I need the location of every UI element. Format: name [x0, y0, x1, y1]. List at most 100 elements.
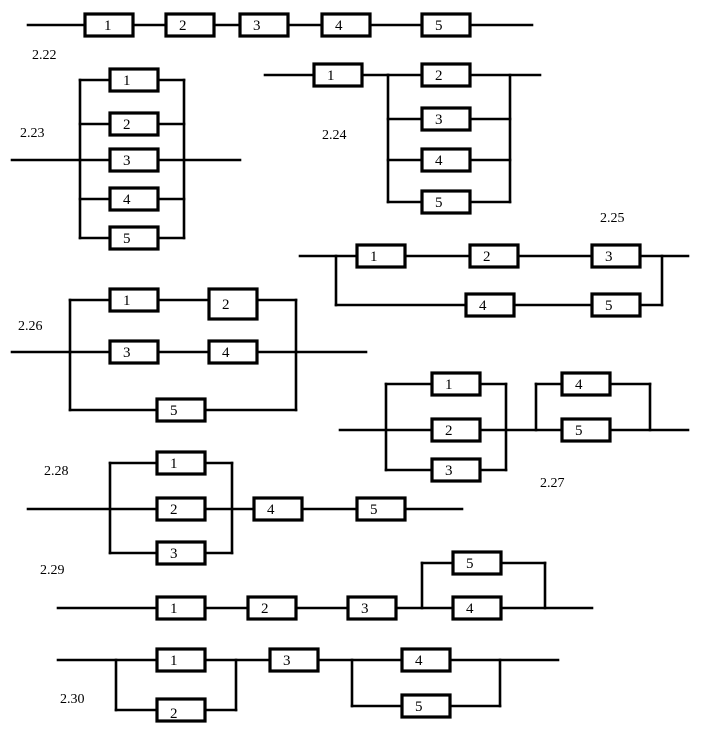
element-3: 3	[238, 12, 290, 38]
diagram-2-22: 1 2 3 4 5 2.22	[26, 12, 534, 63]
element-2: 2	[164, 12, 216, 38]
svg-text:3: 3	[253, 18, 261, 34]
svg-text:3: 3	[435, 112, 443, 128]
svg-text:1: 1	[123, 293, 131, 309]
diagram-2-28: 1 2 3 4 5 2.28	[26, 450, 464, 566]
element-3: 3	[268, 647, 320, 673]
element-3: 3	[108, 339, 160, 365]
svg-text:1: 1	[170, 653, 178, 669]
svg-text:4: 4	[415, 653, 423, 669]
svg-text:2: 2	[170, 502, 178, 518]
diagram-number: 2.26	[18, 319, 43, 334]
diagram-number: 2.27	[540, 476, 565, 491]
svg-text:5: 5	[123, 231, 131, 247]
element-2: 2	[246, 595, 298, 621]
element-5: 5	[420, 12, 472, 38]
element-4: 4	[108, 186, 160, 212]
svg-text:4: 4	[479, 298, 487, 314]
svg-text:4: 4	[335, 18, 343, 34]
element-1: 1	[312, 62, 364, 88]
element-5: 5	[420, 189, 472, 215]
element-2: 2	[155, 496, 207, 522]
svg-text:3: 3	[123, 345, 131, 361]
element-1: 1	[108, 287, 160, 313]
diagram-2-25: 1 2 3 4 5 2.25	[298, 211, 690, 318]
svg-text:4: 4	[435, 153, 443, 169]
element-4: 4	[252, 496, 304, 522]
svg-text:2: 2	[222, 297, 230, 313]
svg-text:2: 2	[123, 117, 131, 133]
svg-text:5: 5	[170, 403, 178, 419]
svg-text:5: 5	[370, 502, 378, 518]
element-3: 3	[430, 457, 482, 483]
diagram-2-24: 1 2 3 4 5 2.24	[263, 62, 542, 215]
svg-text:3: 3	[170, 546, 178, 562]
svg-text:5: 5	[575, 423, 583, 439]
element-5: 5	[560, 417, 612, 443]
element-4: 4	[451, 595, 503, 621]
svg-text:3: 3	[283, 653, 291, 669]
svg-text:1: 1	[327, 68, 335, 84]
element-3: 3	[155, 540, 207, 566]
element-2: 2	[155, 697, 207, 723]
diagram-number: 2.22	[32, 48, 57, 63]
element-4: 4	[320, 12, 372, 38]
svg-text:1: 1	[170, 601, 178, 617]
element-1: 1	[155, 595, 207, 621]
svg-text:4: 4	[575, 377, 583, 393]
diagram-2-30: 1 2 3 4 5 2.30	[56, 647, 560, 723]
element-3: 3	[420, 106, 472, 132]
svg-text:2: 2	[445, 423, 453, 439]
svg-text:1: 1	[370, 249, 378, 265]
svg-text:1: 1	[104, 18, 112, 34]
element-1: 1	[155, 450, 207, 476]
element-4: 4	[464, 292, 516, 318]
element-5: 5	[108, 225, 160, 251]
diagram-number: 2.25	[600, 211, 625, 226]
svg-text:1: 1	[170, 456, 178, 472]
element-2: 2	[468, 243, 520, 269]
element-4: 4	[420, 147, 472, 173]
element-5: 5	[590, 292, 642, 318]
element-1: 1	[83, 12, 135, 38]
diagram-2-29: 1 2 3 5 4 2.29	[40, 550, 594, 621]
diagram-number: 2.29	[40, 563, 65, 578]
svg-text:5: 5	[415, 699, 423, 715]
svg-text:5: 5	[466, 556, 474, 572]
diagram-2-27: 1 2 3 4 5 2.27	[338, 371, 690, 491]
diagram-number: 2.30	[60, 692, 85, 707]
svg-text:1: 1	[123, 73, 131, 89]
svg-text:3: 3	[445, 463, 453, 479]
svg-text:4: 4	[123, 192, 131, 208]
diagram-2-26: 1 2 3 4 5 2.26	[10, 287, 368, 423]
element-4: 4	[207, 339, 259, 365]
svg-text:4: 4	[222, 345, 230, 361]
element-5: 5	[355, 496, 407, 522]
svg-text:4: 4	[267, 502, 275, 518]
svg-text:3: 3	[123, 153, 131, 169]
svg-text:3: 3	[605, 249, 613, 265]
element-2: 2	[430, 417, 482, 443]
element-3: 3	[590, 243, 642, 269]
svg-text:2: 2	[435, 68, 443, 84]
diagram-number: 2.28	[44, 464, 69, 479]
element-1: 1	[155, 647, 207, 673]
diagram-2-23: 1 2 3 4 5 2.23	[10, 67, 242, 251]
diagram-number: 2.24	[322, 128, 347, 143]
element-3: 3	[346, 595, 398, 621]
svg-text:3: 3	[361, 601, 369, 617]
element-2: 2	[108, 111, 160, 137]
element-2: 2	[420, 62, 472, 88]
element-1: 1	[430, 371, 482, 397]
element-1: 1	[108, 67, 160, 93]
element-5: 5	[451, 550, 503, 576]
element-5: 5	[400, 693, 452, 719]
element-4: 4	[560, 371, 612, 397]
svg-text:5: 5	[605, 298, 613, 314]
svg-text:5: 5	[435, 18, 443, 34]
svg-text:2: 2	[170, 706, 178, 722]
element-5: 5	[155, 397, 207, 423]
svg-text:5: 5	[435, 195, 443, 211]
svg-text:2: 2	[179, 18, 187, 34]
svg-text:1: 1	[445, 377, 453, 393]
